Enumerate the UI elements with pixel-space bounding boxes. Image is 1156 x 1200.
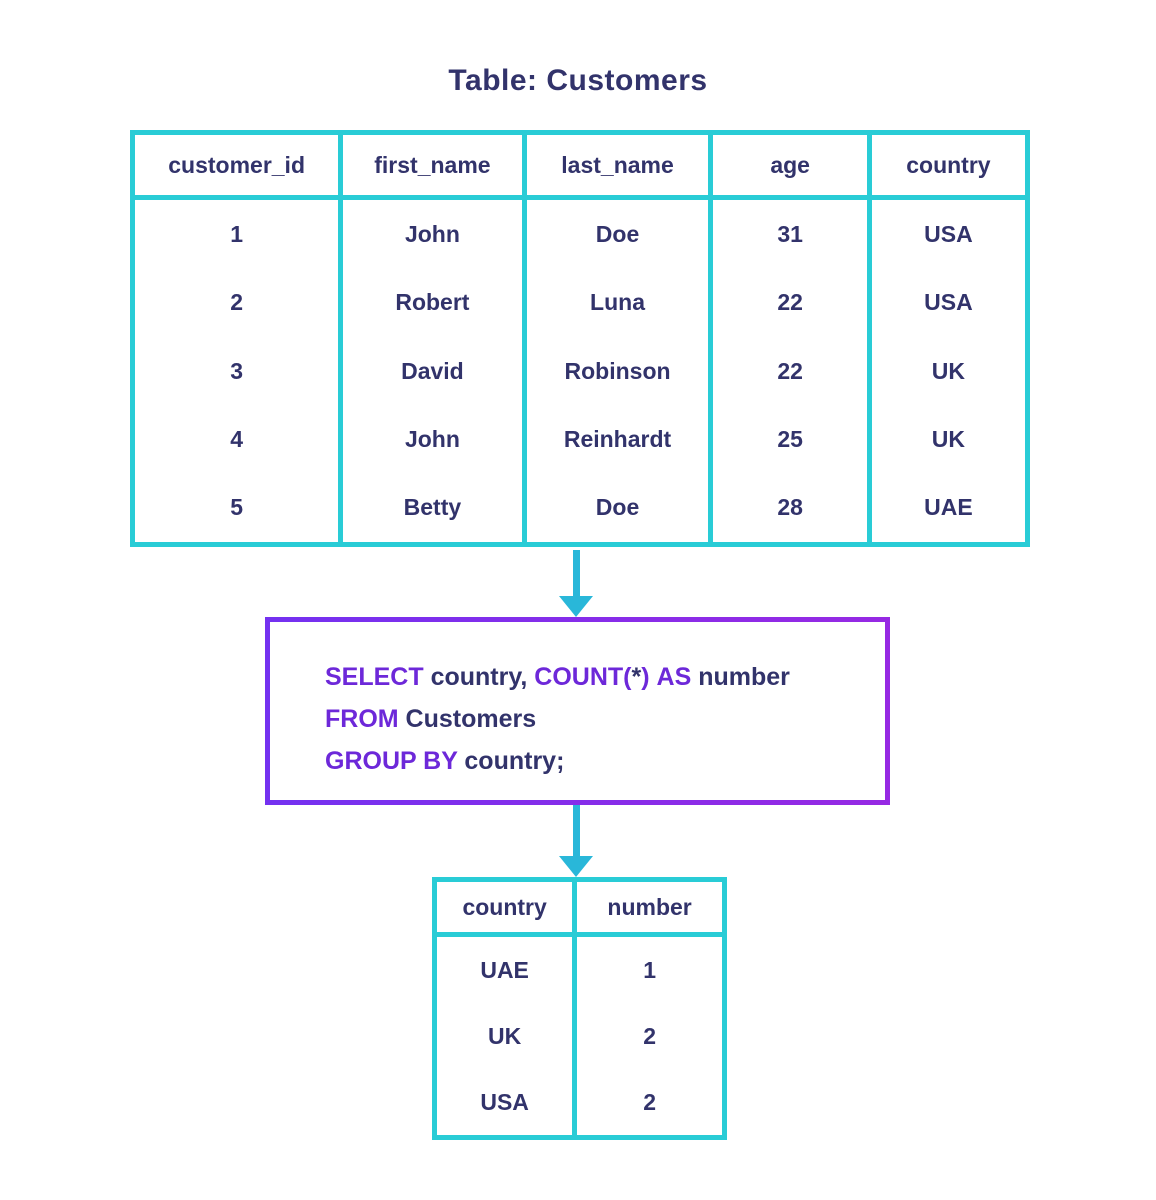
customers-table-cell: 2 [230,289,244,316]
customers-table-cell: 22 [777,357,803,384]
result-table-cell: 2 [643,1022,656,1049]
result-table-header-number: number [577,882,722,937]
customers-table-header-customer_id: customer_id [135,135,339,200]
customers-table-cell: Doe [595,494,640,521]
customers-table-header-first_name: first_name [343,135,522,200]
customers-table-cell: 5 [230,494,244,521]
sql-plain-segment: number [698,663,790,691]
arrow-head [559,596,593,617]
arrow-stem [572,805,580,856]
customers-table-cell: USA [924,289,973,316]
arrow-head [559,856,593,877]
down-arrow-2-icon [556,805,596,877]
customers-table-cell: 22 [777,289,803,316]
sql-plain-segment: country; [464,747,565,775]
customers-table-header-country: country [871,135,1025,200]
customers-table-column-age: age 31 22 22 25 28 [713,135,872,542]
customers-table-cell: Doe [595,220,640,247]
customers-table-cell: 4 [230,425,244,452]
arrow-stem [572,550,580,596]
customers-table-cell: David [401,357,464,384]
customers-table-cell: 28 [777,494,803,521]
sql-plain-segment: country, [430,663,535,691]
diagram-title: Table: Customers [448,64,708,97]
sql-line-2: FROM Customers [325,698,875,740]
customers-table-cell: Reinhardt [563,425,672,452]
sql-plain-segment: Customers [405,705,537,733]
customers-table-cell: Robert [395,289,470,316]
result-table-column-number: number 1 2 2 [577,882,722,1135]
customers-table-cell: John [404,220,460,247]
customers-table-cell: UK [931,425,966,452]
customers-table-header-last_name: last_name [526,135,709,200]
customers-table-column-customer_id: customer_id 1 2 3 4 5 [135,135,344,542]
result-table-cell: UAE [480,956,529,983]
result-table-cell: 1 [643,956,656,983]
customers-table-cell: USA [924,220,973,247]
sql-keyword-segment: FROM [325,705,406,733]
sql-keyword-segment: GROUP BY [325,747,465,775]
customers-table-cell: 1 [230,220,244,247]
customers-table-cell: 3 [230,357,244,384]
sql-keyword-segment: AS [656,663,699,691]
customers-table-cell: Robinson [564,357,671,384]
result-table-cell: 2 [643,1088,656,1115]
customers-table-cell: UAE [924,494,973,521]
result-table-cell: USA [480,1088,529,1115]
sql-keyword-segment: ) [641,663,657,691]
customers-table-cell: John [404,425,460,452]
sql-keyword-segment: SELECT [325,663,431,691]
sql-line-1: SELECT country, COUNT(*) AS number [325,656,875,698]
customers-table-cell: 31 [777,220,803,247]
result-table-cell: UK [487,1022,522,1049]
result-table-header-country: country [437,882,573,937]
customers-table-cell: 25 [777,425,803,452]
sql-keyword-segment: COUNT( [534,663,632,691]
customers-table-cell: Betty [403,494,462,521]
sql-plain-segment: * [631,663,642,691]
sql-line-3: GROUP BY country; [325,740,875,782]
customers-table-header-age: age [713,135,867,200]
customers-table-cell: UK [931,357,966,384]
down-arrow-1-icon [556,550,596,617]
customers-table-cell: Luna [590,289,645,316]
